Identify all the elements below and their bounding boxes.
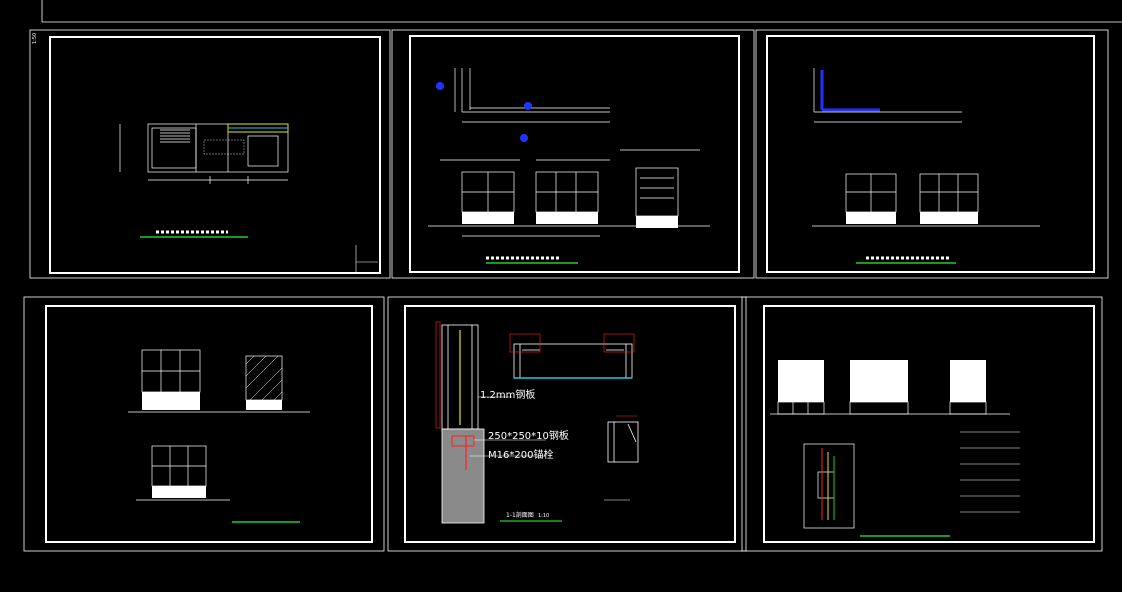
embedded-plate-label: 250*250*10钢板: [488, 429, 569, 442]
sheet-3-elevations: [755, 29, 1109, 279]
sheet-2-elevations: [391, 29, 755, 279]
section-scale: 1:10: [538, 513, 549, 519]
sheet-4-elevations: [23, 296, 385, 552]
sheet-6-led-elevation: [741, 296, 1103, 552]
sheet-5-section-details: 1.2mm钢板 250*250*10钢板 M16*200锚栓 1-1剖面图 1:…: [387, 296, 747, 552]
steel-tube-label: 1.2mm钢板: [480, 388, 535, 401]
sheet-1-scale: 1:50: [32, 33, 38, 44]
section-title: 1-1剖面图: [506, 511, 534, 519]
anchor-bolt-label: M16*200锚栓: [488, 448, 553, 461]
sheet-1-floor-plan: 1:50: [29, 29, 391, 279]
